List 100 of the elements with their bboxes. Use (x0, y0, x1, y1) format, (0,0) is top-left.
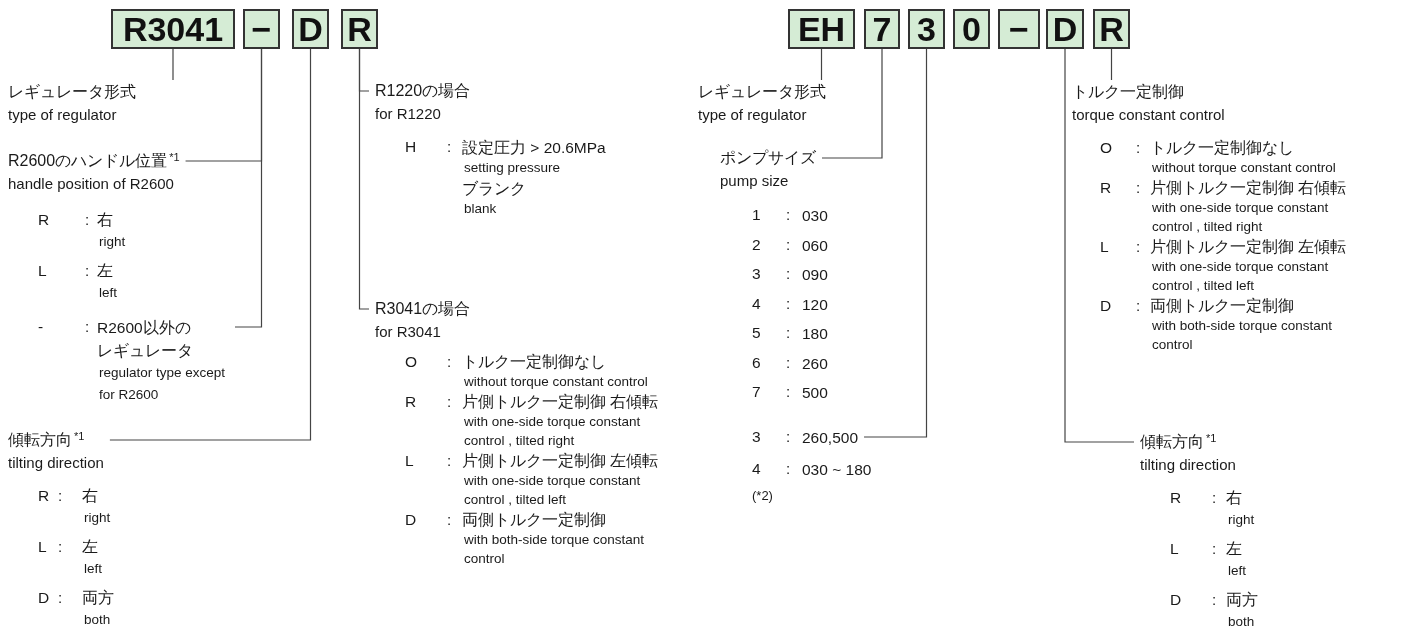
colon: : (786, 459, 791, 479)
code-segment: R3041 (111, 9, 235, 49)
option-code: H (405, 137, 417, 157)
option-translation: with one-side torque constant control , tilted left (463, 472, 642, 509)
option-translation: blank (463, 200, 497, 218)
option-code: 4 (752, 459, 761, 479)
option-code: 3 (752, 427, 761, 447)
code-segment: R (341, 9, 378, 49)
code-segment: 3 (908, 9, 945, 49)
colon: : (85, 261, 90, 281)
heading-translation: for R3041 (375, 322, 441, 342)
heading-text: 傾転方向$^{*1}$ (8, 429, 85, 450)
heading-text: レギュレータ形式 (8, 82, 136, 102)
leader-line (358, 48, 370, 310)
option-code: O (405, 352, 418, 371)
option-text: 片側トルク一定制御 左傾転 (462, 451, 659, 471)
code-segment: 0 (953, 9, 990, 49)
option-text: 両側トルク一定制御 (1150, 296, 1294, 316)
heading-text: レギュレータ形式 (698, 82, 826, 102)
option-text: 180 (802, 324, 828, 344)
option-code: L (38, 537, 47, 557)
leader-line (109, 48, 312, 441)
option-code: L (1170, 539, 1179, 559)
option-code: R (38, 486, 50, 506)
colon: : (447, 392, 452, 411)
option-translation: with one-side torque constant control , tilted left (1151, 258, 1330, 295)
option-code: 5 (752, 323, 761, 343)
option-code: 2 (752, 234, 761, 255)
option-translation: both (1227, 613, 1255, 631)
option-code: R (38, 210, 50, 230)
option-text: 260 (802, 353, 828, 374)
code-segment: R (1093, 9, 1130, 49)
colon: : (786, 427, 791, 447)
option-text: 060 (802, 235, 828, 256)
option-code: 6 (752, 352, 761, 373)
colon: : (1212, 590, 1217, 610)
heading-translation: tilting direction (1140, 455, 1236, 475)
option-text: トルク一定制御なし (1150, 138, 1294, 158)
option-translation: left (1227, 562, 1246, 580)
option-text: 左 (97, 261, 113, 281)
option-translation: with one-side torque constant control , tilted right (463, 413, 642, 450)
colon: : (85, 317, 90, 337)
option-text: 右 (1226, 488, 1242, 508)
heading-text: 傾転方向$^{*1}$ (1140, 431, 1217, 452)
option-code: 3 (752, 264, 761, 284)
colon: : (447, 137, 452, 157)
code-segment: − (998, 9, 1040, 49)
option-text: R2600以外のレギュレータ (97, 318, 193, 361)
option-code: O (1100, 138, 1113, 157)
option-text: 片側トルク一定制御 左傾転 (1150, 237, 1347, 257)
option-text: 右 (82, 486, 98, 506)
colon: : (786, 382, 791, 402)
option-code: D (405, 510, 417, 529)
colon: : (447, 352, 452, 371)
option-text: 両方 (1226, 590, 1258, 610)
option-translation: regulator type except for R2600 (98, 364, 227, 404)
option-translation: both (83, 611, 111, 629)
heading-translation: type of regulator (698, 105, 807, 125)
colon: : (1136, 237, 1141, 256)
option-translation: with one-side torque constant control , tilted right (1151, 199, 1330, 236)
code-segment: − (243, 9, 280, 49)
colon: : (447, 451, 452, 470)
heading-translation: type of regulator (8, 105, 117, 125)
colon: : (786, 323, 791, 343)
option-code: L (1100, 237, 1109, 256)
heading-translation: for R1220 (375, 104, 441, 124)
colon: : (786, 234, 791, 255)
footnote-mark: (*2) (752, 487, 773, 505)
option-code: R (1100, 178, 1112, 197)
colon: : (447, 510, 452, 529)
option-code: D (1170, 590, 1182, 610)
option-text: 片側トルク一定制御 右傾転 (1150, 178, 1347, 198)
option-text: 両方 (82, 588, 114, 608)
option-code: - (38, 317, 44, 337)
code-segment: D (292, 9, 329, 49)
option-translation: right (98, 233, 126, 251)
option-translation: without torque constant control (1151, 159, 1337, 177)
heading-text: R3041の場合 (375, 299, 471, 319)
option-code: R (1170, 488, 1182, 508)
colon: : (1212, 488, 1217, 508)
option-code: L (405, 451, 414, 470)
option-code: 1 (752, 205, 761, 225)
option-translation: left (98, 284, 117, 302)
option-text: 片側トルク一定制御 右傾転 (462, 392, 659, 412)
option-translation: right (1227, 511, 1255, 529)
heading-text: R1220の場合 (375, 81, 471, 101)
option-translation: setting pressure (463, 159, 561, 177)
option-text: 両側トルク一定制御 (462, 510, 606, 530)
code-segment: D (1046, 9, 1084, 49)
option-text: 090 (802, 265, 828, 285)
code-segment: 7 (864, 9, 900, 49)
option-text: 左 (82, 537, 98, 557)
option-text: 設定圧力 > 20.6MPa (462, 138, 606, 158)
option-code: D (38, 588, 50, 608)
option-text: 260,500 (802, 428, 859, 448)
option-code: D (1100, 296, 1112, 315)
leader-line (863, 48, 928, 438)
option-text: トルク一定制御なし (462, 352, 606, 372)
code-segment: EH (788, 9, 855, 49)
option-translation: right (83, 509, 111, 527)
